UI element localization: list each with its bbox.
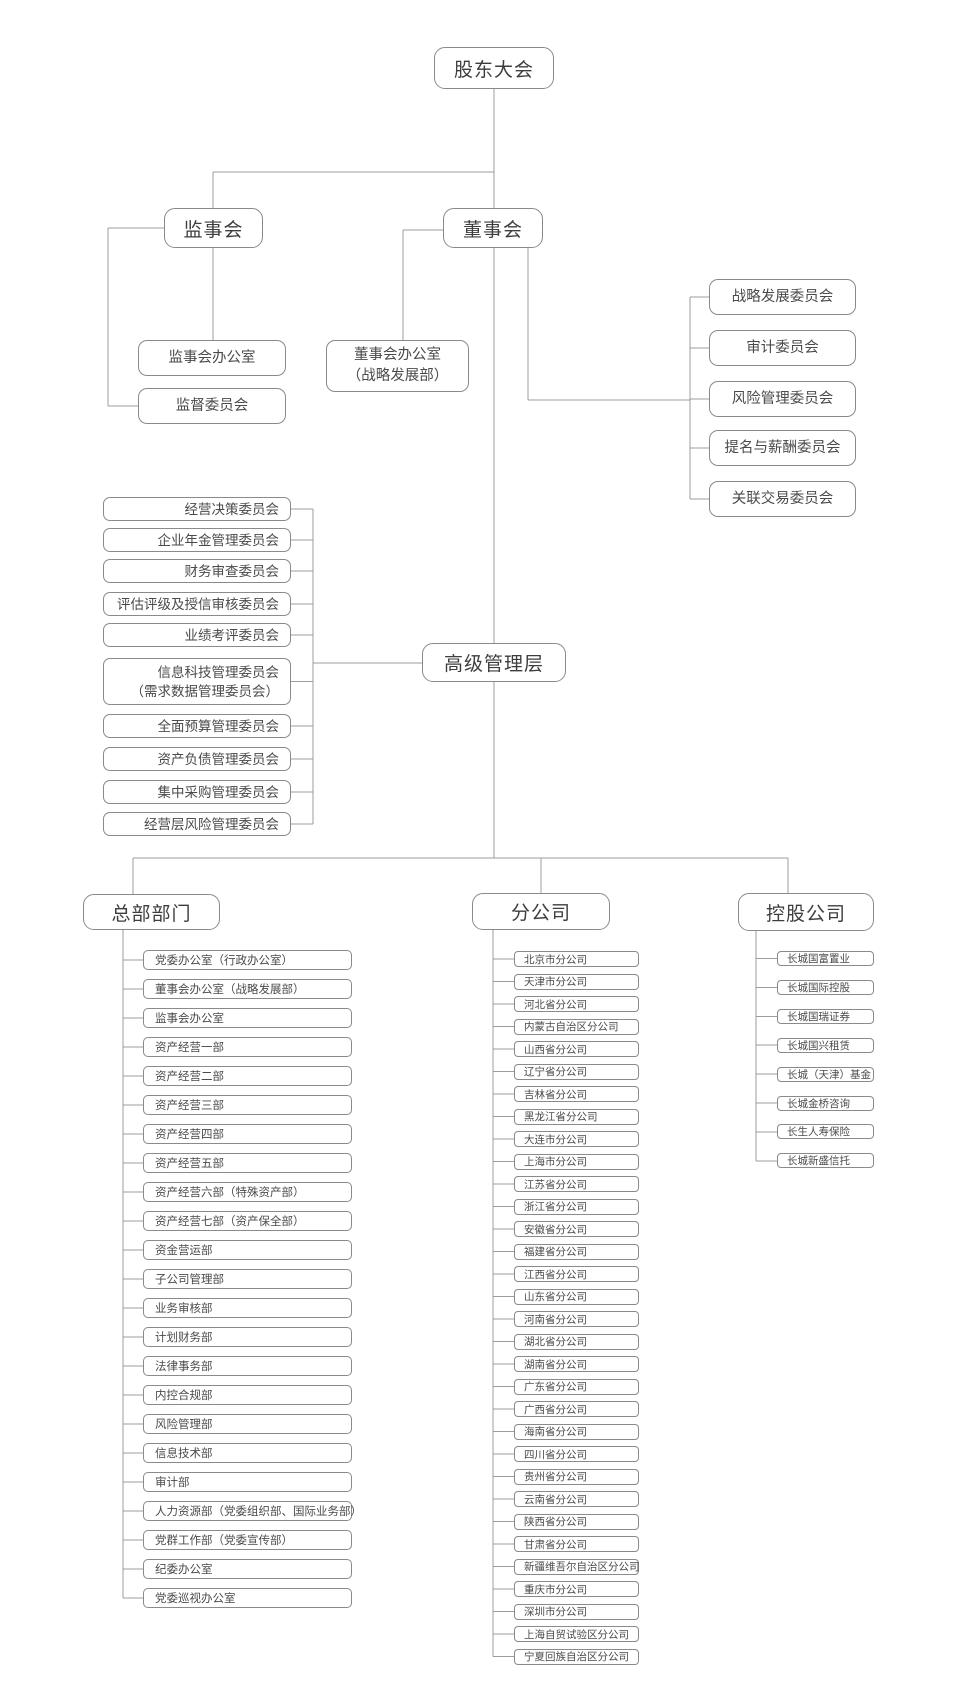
node-board-committee-2: 风险管理委员会 (709, 381, 856, 417)
node-branch-9: 上海市分公司 (514, 1153, 639, 1170)
node-hq-dept-5: 资产经营三部 (143, 1095, 352, 1115)
node-branch-8: 大连市分公司 (514, 1131, 639, 1147)
node-senior-management: 高级管理层 (422, 643, 566, 682)
node-holding-6: 长生人寿保险 (777, 1124, 874, 1140)
node-hq-dept-10: 资金营运部 (143, 1240, 352, 1260)
node-hq-dept-1: 董事会办公室（战略发展部） (143, 979, 352, 999)
node-branch-14: 江西省分公司 (514, 1266, 639, 1282)
node-mgmt-committee-9: 经营层风险管理委员会 (103, 812, 291, 836)
node-branch-0: 北京市分公司 (514, 951, 639, 967)
node-branch-2: 河北省分公司 (514, 996, 639, 1012)
node-hq-dept-6: 资产经营四部 (143, 1124, 352, 1144)
node-branch-26: 甘肃省分公司 (514, 1536, 639, 1552)
node-hq-dept-8: 资产经营六部（特殊资产部） (143, 1182, 352, 1202)
node-hq-dept-17: 信息技术部 (143, 1443, 352, 1463)
node-branch-31: 宁夏回族自治区分公司 (514, 1648, 639, 1665)
node-hq-dept-12: 业务审核部 (143, 1298, 352, 1318)
node-branch-1: 天津市分公司 (514, 973, 639, 990)
node-branch-6: 吉林省分公司 (514, 1086, 639, 1102)
node-holding-0: 长城国富置业 (777, 951, 874, 966)
node-mgmt-committee-3: 评估评级及授信审核委员会 (103, 592, 291, 616)
node-supervisory-board: 监事会 (164, 208, 263, 248)
node-hq-dept-2: 监事会办公室 (143, 1008, 352, 1028)
node-holding-3: 长城国兴租赁 (777, 1037, 874, 1053)
node-supervisory-office: 监事会办公室 (138, 340, 286, 376)
node-branch-12: 安徽省分公司 (514, 1221, 639, 1237)
node-mgmt-committee-5: 信息科技管理委员会 （需求数据管理委员会） (103, 658, 291, 705)
node-board-committee-1: 审计委员会 (709, 330, 856, 366)
node-holding-2: 长城国瑞证券 (777, 1008, 874, 1024)
node-branch-25: 陕西省分公司 (514, 1513, 639, 1530)
node-branch-30: 上海自贸试验区分公司 (514, 1626, 639, 1642)
node-branch-7: 黑龙江省分公司 (514, 1108, 639, 1125)
node-label-line: 信息科技管理委员会 (157, 664, 280, 680)
node-branch-18: 湖南省分公司 (514, 1356, 639, 1372)
node-board-committee-3: 提名与薪酬委员会 (709, 430, 856, 466)
node-branch-companies: 分公司 (472, 893, 610, 930)
node-mgmt-committee-7: 资产负债管理委员会 (103, 747, 291, 771)
node-hq-dept-15: 内控合规部 (143, 1385, 352, 1405)
node-hq-dept-14: 法律事务部 (143, 1356, 352, 1376)
node-mgmt-committee-0: 经营决策委员会 (103, 497, 291, 521)
node-branch-4: 山西省分公司 (514, 1041, 639, 1057)
node-holding-1: 长城国际控股 (777, 979, 874, 995)
node-holding-4: 长城（天津）基金 (777, 1066, 874, 1082)
node-branch-27: 新疆维吾尔自治区分公司 (514, 1558, 640, 1575)
node-board-committee-0: 战略发展委员会 (709, 279, 856, 315)
node-mgmt-committee-8: 集中采购管理委员会 (103, 780, 291, 804)
node-branch-5: 辽宁省分公司 (514, 1063, 639, 1080)
node-hq-dept-3: 资产经营一部 (143, 1037, 352, 1057)
node-branch-20: 广西省分公司 (514, 1401, 639, 1417)
node-hq-dept-4: 资产经营二部 (143, 1066, 352, 1086)
node-branch-13: 福建省分公司 (514, 1243, 639, 1260)
node-shareholders-meeting: 股东大会 (434, 47, 554, 89)
node-mgmt-committee-4: 业绩考评委员会 (103, 623, 291, 647)
node-hq-dept-9: 资产经营七部（资产保全部） (143, 1211, 352, 1231)
node-label-line: 董事会办公室 (354, 347, 441, 363)
node-hq-dept-13: 计划财务部 (143, 1327, 352, 1347)
node-branch-19: 广东省分公司 (514, 1378, 639, 1395)
node-branch-16: 河南省分公司 (514, 1311, 639, 1327)
node-hq-dept-11: 子公司管理部 (143, 1269, 352, 1289)
node-mgmt-committee-2: 财务审查委员会 (103, 559, 291, 583)
node-branch-11: 浙江省分公司 (514, 1198, 639, 1215)
node-branch-22: 四川省分公司 (514, 1446, 639, 1462)
node-holding-5: 长城金桥咨询 (777, 1095, 874, 1111)
node-board-office: 董事会办公室 （战略发展部） (326, 340, 469, 392)
node-hq-dept-22: 党委巡视办公室 (143, 1588, 352, 1608)
node-branch-23: 贵州省分公司 (514, 1468, 639, 1485)
node-hq-dept-19: 人力资源部（党委组织部、国际业务部） (143, 1501, 362, 1521)
node-hq-dept-0: 党委办公室（行政办公室） (143, 950, 352, 970)
node-label-line: （需求数据管理委员会） (130, 683, 280, 699)
node-supervision-committee: 监督委员会 (138, 388, 286, 424)
node-board-committee-4: 关联交易委员会 (709, 481, 856, 517)
node-board-of-directors: 董事会 (443, 208, 543, 248)
node-hq-dept-16: 风险管理部 (143, 1414, 352, 1434)
node-hq-dept-18: 审计部 (143, 1472, 352, 1492)
node-branch-15: 山东省分公司 (514, 1288, 639, 1305)
node-mgmt-committee-1: 企业年金管理委员会 (103, 528, 291, 552)
node-holding-7: 长城新盛信托 (777, 1153, 874, 1169)
node-branch-28: 重庆市分公司 (514, 1581, 639, 1597)
node-branch-29: 深圳市分公司 (514, 1603, 639, 1620)
node-branch-24: 云南省分公司 (514, 1491, 639, 1507)
node-hq-dept-20: 党群工作部（党委宣传部） (143, 1530, 352, 1550)
node-mgmt-committee-6: 全面预算管理委员会 (103, 714, 291, 738)
node-branch-10: 江苏省分公司 (514, 1176, 639, 1192)
node-branch-17: 湖北省分公司 (514, 1333, 639, 1350)
node-label-line: （战略发展部） (346, 368, 449, 384)
node-holding-companies: 控股公司 (738, 893, 874, 931)
node-hq-departments: 总部部门 (83, 894, 220, 930)
node-branch-21: 海南省分公司 (514, 1423, 639, 1440)
node-hq-dept-7: 资产经营五部 (143, 1153, 352, 1173)
node-branch-3: 内蒙古自治区分公司 (514, 1018, 639, 1035)
node-hq-dept-21: 纪委办公室 (143, 1559, 352, 1579)
